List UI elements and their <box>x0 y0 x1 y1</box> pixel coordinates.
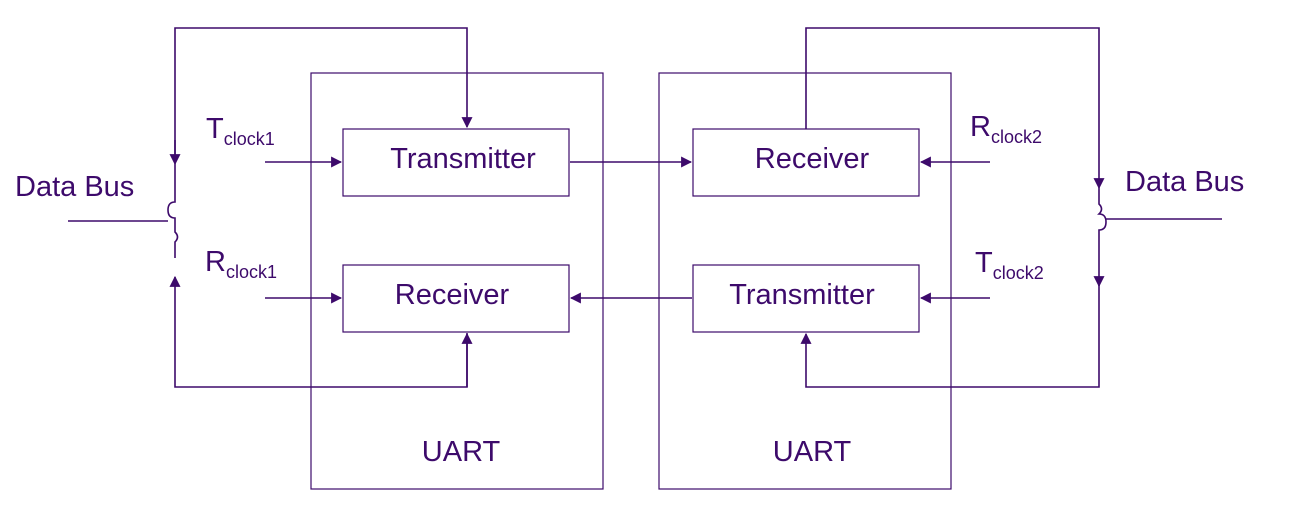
right-receiver-to-bus-wire <box>805 27 1105 190</box>
right-tclock-label: Tclock2 <box>975 247 1044 283</box>
left-rclock-label: Rclock1 <box>205 246 277 282</box>
right-rclock-label: Rclock2 <box>970 111 1042 147</box>
right-data-bus-label: Data Bus <box>1125 166 1244 198</box>
left-bus-jumper <box>167 164 179 258</box>
left-data-bus-label: Data Bus <box>15 171 134 203</box>
left-transmitter-box <box>342 128 570 197</box>
left-transmitter-label: Transmitter <box>390 143 536 175</box>
right-receiver-label: Receiver <box>755 143 870 175</box>
left-tclock-label: Tclock1 <box>206 113 275 149</box>
right-receiver-box <box>692 128 920 197</box>
left-bus-to-transmitter-wire <box>174 27 473 160</box>
right-uart-label: UART <box>773 436 852 468</box>
right-bus-to-transmitter-wire <box>800 280 1100 388</box>
left-uart-label: UART <box>422 436 501 468</box>
right-bus-jumper <box>1093 188 1107 288</box>
left-receiver-label: Receiver <box>395 279 510 311</box>
left-receiver-box <box>342 264 570 333</box>
right-transmitter-label: Transmitter <box>729 279 875 311</box>
right-transmitter-box <box>692 264 920 333</box>
